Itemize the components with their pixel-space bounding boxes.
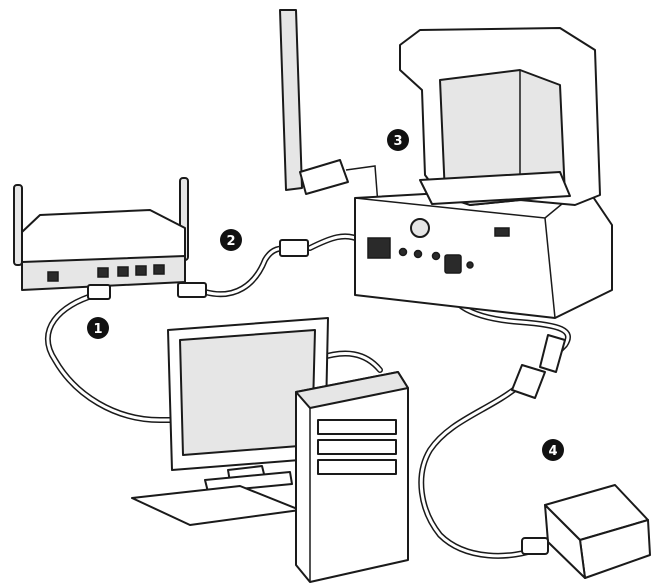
camera-port-a (400, 249, 407, 256)
pc-drive-bay-2 (318, 440, 396, 454)
callout-badge-2: 2 (220, 229, 242, 251)
router-lan-port-2 (118, 267, 128, 276)
router-lan-port-1 (98, 268, 108, 277)
router-wan-port (48, 272, 58, 281)
power-adapter (512, 335, 650, 578)
router (14, 178, 206, 299)
cable-router-to-computer (48, 295, 175, 420)
pc-tower (296, 372, 408, 582)
camera-antenna-connector (411, 219, 429, 237)
router-antenna-left (14, 185, 22, 265)
pc-drive-bay-1 (318, 420, 396, 434)
callout-label-4: 4 (548, 444, 557, 459)
camera-lan-port (368, 238, 390, 258)
router-plug-computer (88, 285, 110, 299)
callout-badge-4: 4 (542, 439, 564, 461)
callout-label-2: 2 (226, 234, 235, 249)
camera-side-port (495, 228, 509, 236)
pc-drive-bay-3 (318, 460, 396, 474)
callout-badge-3: 3 (387, 129, 409, 151)
router-lan-port-4 (154, 265, 164, 274)
camera-dc-jack (445, 255, 461, 273)
camera-port-c (433, 253, 440, 260)
callout-label-3: 3 (393, 134, 402, 149)
callout-label-1: 1 (93, 322, 102, 337)
camera-port-b (415, 251, 422, 258)
adapter-plug (522, 538, 548, 554)
router-plug-camera (178, 283, 206, 297)
camera-antenna (280, 10, 390, 215)
cable-computer-video (320, 354, 380, 370)
camera-lan-plug (280, 240, 308, 256)
callout-badge-1: 1 (87, 317, 109, 339)
router-lan-port-3 (136, 266, 146, 275)
keyboard (132, 486, 300, 525)
camera-port-d (467, 262, 473, 268)
